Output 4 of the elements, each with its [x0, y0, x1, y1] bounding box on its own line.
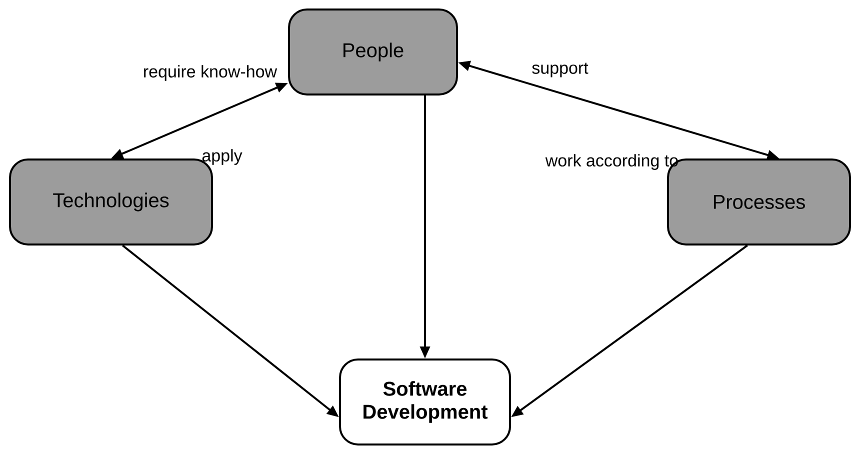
relation-label: support	[532, 62, 588, 78]
relation-label: require know-how	[144, 65, 278, 81]
process-box: People	[288, 8, 458, 96]
result-box: Software Development	[339, 358, 511, 446]
